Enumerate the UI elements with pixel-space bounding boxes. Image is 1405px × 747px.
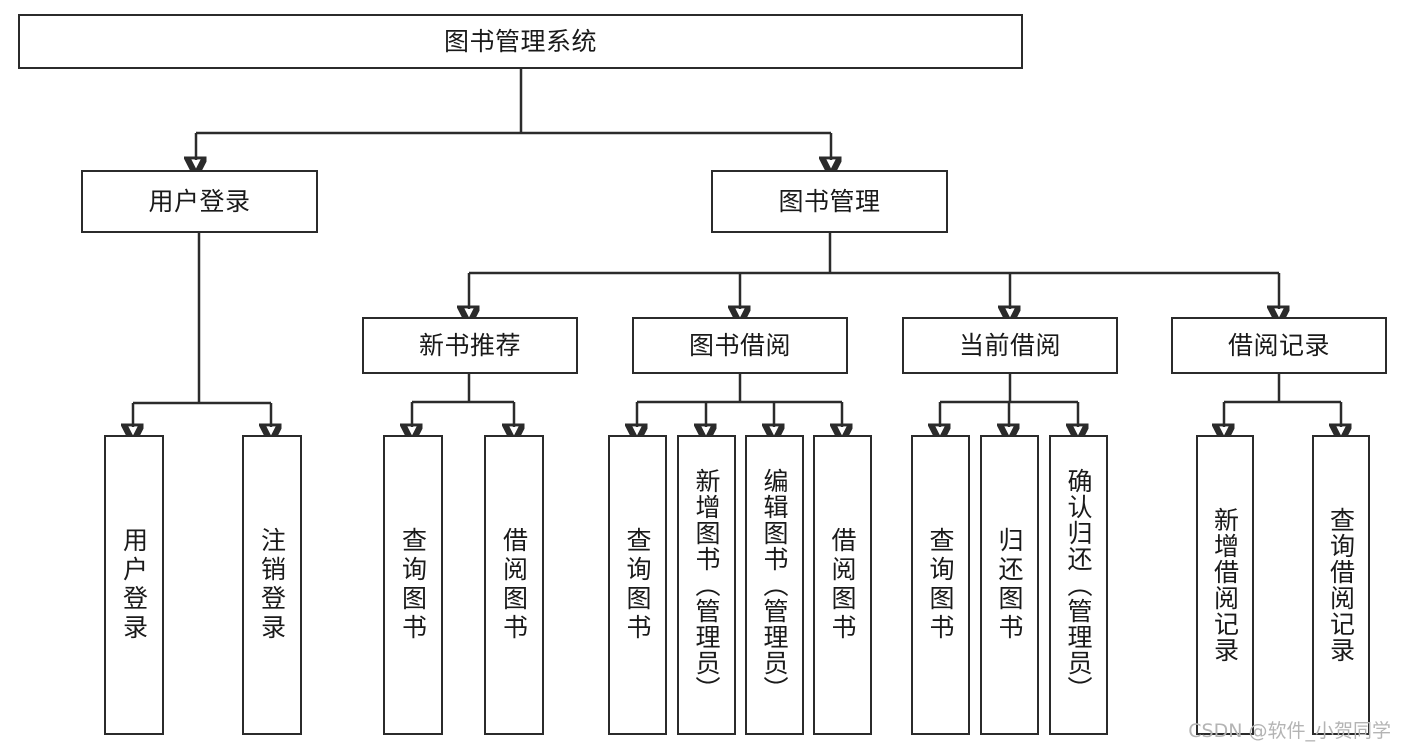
node-new-book-recommend[interactable]: 新书推荐 (362, 317, 578, 374)
leaf-borrow-book-recommend[interactable]: 借阅图书 (484, 435, 544, 735)
leaf-query-book-recommend[interactable]: 查询图书 (383, 435, 443, 735)
leaf-return-book[interactable]: 归还图书 (980, 435, 1039, 735)
node-label: 新增借阅记录 (1210, 507, 1240, 663)
node-label: 归还图书 (995, 527, 1024, 643)
node-label: 查询图书 (398, 527, 428, 643)
leaf-query-book-current[interactable]: 查询图书 (911, 435, 970, 735)
node-current-borrow[interactable]: 当前借阅 (902, 317, 1118, 374)
node-label: 借阅图书 (499, 527, 529, 643)
leaf-borrow-book[interactable]: 借阅图书 (813, 435, 872, 735)
node-label: 用户登录 (148, 186, 251, 216)
node-label: 当前借阅 (958, 330, 1061, 360)
node-label: 查询图书 (623, 527, 652, 643)
node-label: 借阅记录 (1227, 330, 1330, 360)
leaf-add-book-admin[interactable]: 新增图书（管理员） (677, 435, 736, 735)
node-label: 新增图书（管理员） (692, 468, 721, 702)
node-label: 图书管理 (778, 186, 881, 216)
node-label: 注销登录 (257, 527, 287, 643)
node-book-manage[interactable]: 图书管理 (711, 170, 948, 233)
leaf-add-borrow-record[interactable]: 新增借阅记录 (1196, 435, 1254, 735)
leaf-query-borrow-record[interactable]: 查询借阅记录 (1312, 435, 1370, 735)
node-label: 图书管理系统 (443, 26, 597, 56)
node-label: 确认归还（管理员） (1064, 468, 1093, 702)
leaf-query-book-borrow[interactable]: 查询图书 (608, 435, 667, 735)
node-book-borrow[interactable]: 图书借阅 (632, 317, 848, 374)
node-label: 查询图书 (926, 527, 955, 643)
node-label: 查询借阅记录 (1326, 507, 1356, 663)
leaf-edit-book-admin[interactable]: 编辑图书（管理员） (745, 435, 804, 735)
node-label: 新书推荐 (418, 330, 521, 360)
leaf-logout-login[interactable]: 注销登录 (242, 435, 302, 735)
leaf-confirm-return-admin[interactable]: 确认归还（管理员） (1049, 435, 1108, 735)
node-user-login[interactable]: 用户登录 (81, 170, 318, 233)
leaf-user-login[interactable]: 用户登录 (104, 435, 164, 735)
node-root-system[interactable]: 图书管理系统 (18, 14, 1023, 69)
node-label: 借阅图书 (828, 527, 857, 643)
node-borrow-record[interactable]: 借阅记录 (1171, 317, 1387, 374)
node-label: 图书借阅 (688, 330, 791, 360)
node-label: 用户登录 (119, 527, 149, 643)
node-label: 编辑图书（管理员） (760, 468, 789, 702)
